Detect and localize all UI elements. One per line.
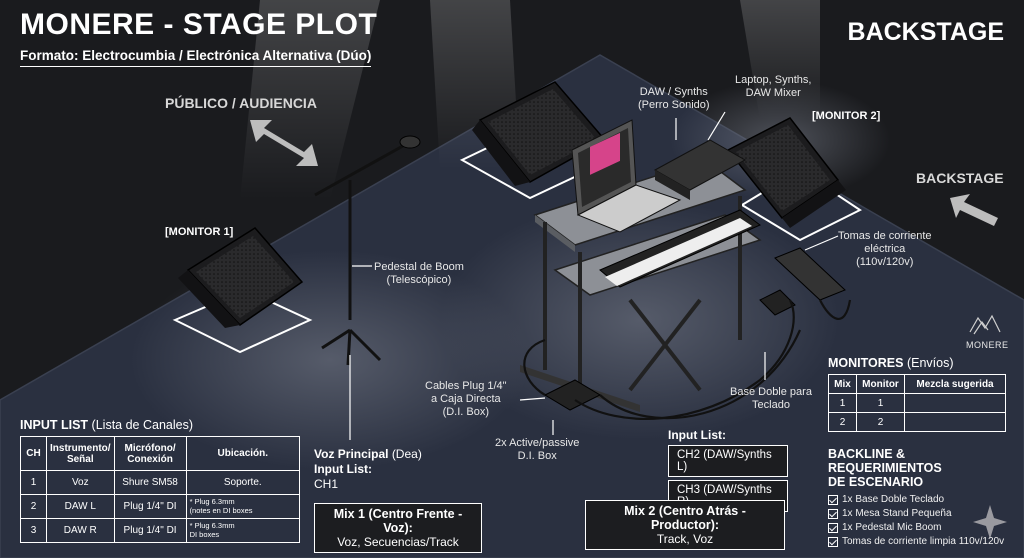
mix-1-title: Mix 1 (Centro Frente - Voz): [333, 507, 463, 535]
mic-boom-stand [314, 140, 411, 366]
checkbox-checked-icon [828, 509, 838, 519]
cell-mic: Shure SM58 [113, 470, 187, 495]
monitor-2-speaker [726, 117, 846, 228]
column-header: Instrumento/ Señal [46, 436, 115, 471]
column-header: Ubicación. [185, 436, 301, 471]
monitores-table: Mix Monitor Mezcla sugerida 1 1 2 2 [828, 374, 1006, 432]
cell-location: * Plug 6.3mm DI boxes [185, 518, 301, 543]
label-public: PÚBLICO / AUDIENCIA [165, 95, 317, 111]
column-header: Monitor [856, 374, 905, 394]
voz-channel: CH1 [314, 477, 339, 491]
list-item: Tomas de corriente limpia 110v/120v [828, 535, 1008, 549]
mic [399, 135, 421, 149]
producer-ch2: CH2 (DAW/Synths L) [668, 445, 788, 477]
input-list-heading: INPUT LIST (Lista de Canales) [20, 418, 193, 432]
label-daw-synths: DAW / Synths (Perro Sonido) [638, 86, 710, 112]
voz-principal-title: Voz Principal [314, 447, 389, 461]
label-cables: Cables Plug 1/4" a Caja Directa (D.I. Bo… [425, 380, 507, 419]
checkbox-checked-icon [828, 523, 838, 533]
cell-location: Soporte. [185, 470, 301, 495]
label-di-box: 2x Active/passive D.I. Box [495, 437, 580, 463]
table-row: 3 DAW R Plug 1/4" DI * Plug 6.3mm DI box… [20, 518, 301, 543]
laptop [571, 119, 682, 233]
cell-monitor: 1 [856, 393, 905, 413]
backline-item-label: 1x Mesa Stand Pequeña [842, 508, 952, 519]
list-item: 1x Base Doble Teclado [828, 493, 1008, 507]
cell-instrument: DAW R [46, 518, 115, 543]
producer-input-label: Input List: [668, 428, 726, 442]
cell-instrument: Voz [46, 470, 115, 495]
cell-location: * Plug 6.3mm (notes en DI boxes [185, 494, 301, 519]
table-header-row: CH Instrumento/ Señal Micrófono/ Conexió… [20, 436, 301, 471]
table-row: 2 DAW L Plug 1/4" DI * Plug 6.3mm (notes… [20, 494, 301, 519]
label-backstage: BACKSTAGE [916, 170, 1004, 186]
column-header: Mix [828, 374, 857, 394]
keyboard-synth [599, 209, 761, 288]
backstage-arrow [950, 194, 998, 226]
column-header: CH [20, 436, 47, 471]
backline-item-label: Tomas de corriente limpia 110v/120v [842, 536, 1005, 547]
logo-text: MONERE [966, 340, 1009, 350]
table-header-row: Mix Monitor Mezcla sugerida [828, 374, 1006, 394]
backline-item-label: 1x Pedestal Mic Boom [842, 522, 942, 533]
cell-ch: 1 [20, 470, 47, 495]
cell-mix: 1 [828, 393, 857, 413]
label-power: Tomas de corriente eléctrica (110v/120v) [838, 230, 932, 269]
label-keyboard-stand: Base Doble para Teclado [730, 386, 812, 412]
backline-heading: BACKLINE & REQUERIMIENTOS DE ESCENARIO [828, 447, 942, 489]
cell-monitor: 2 [856, 412, 905, 432]
cell-instrument: DAW L [46, 494, 115, 519]
cell-mezcla [904, 412, 1006, 432]
mix-2-box: Mix 2 (Centro Atrás - Productor): Track,… [585, 500, 785, 550]
input-list-table: CH Instrumento/ Señal Micrófono/ Conexió… [20, 436, 301, 543]
column-header: Micrófono/ Conexión [113, 436, 187, 471]
mix-1-content: Voz, Secuencias/Track [337, 535, 459, 549]
column-header: Mezcla sugerida [904, 374, 1006, 394]
monitor-1-speaker [178, 227, 304, 328]
cell-mezcla [904, 393, 1006, 413]
checkbox-checked-icon [828, 537, 838, 547]
voz-principal-panel: Voz Principal (Dea) Input List: CH1 [314, 447, 422, 492]
page-subtitle: Formato: Electrocumbia / Electrónica Alt… [20, 48, 372, 67]
input-list-panel: INPUT LIST (Lista de Canales) CH Instrum… [20, 418, 301, 543]
label-laptop: Laptop, Synths, DAW Mixer [735, 74, 812, 100]
monitor-back-speaker [472, 81, 607, 186]
daw-mixer [653, 139, 747, 200]
cell-mic: Plug 1/4" DI [113, 518, 187, 543]
cell-mix: 2 [828, 412, 857, 432]
list-item: 1x Pedestal Mic Boom [828, 521, 1008, 535]
backstage-title: BACKSTAGE [847, 18, 1004, 46]
mix-1-box: Mix 1 (Centro Frente - Voz): Voz, Secuen… [314, 503, 482, 553]
checkbox-checked-icon [828, 495, 838, 505]
monere-logo-icon [969, 314, 1001, 335]
label-mic-stand: Pedestal de Boom (Telescópico) [374, 261, 464, 287]
cell-mic: Plug 1/4" DI [113, 494, 187, 519]
label-monitor-1: [MONITOR 1] [165, 226, 234, 238]
voz-input-label: Input List: [314, 462, 372, 476]
table-row: 1 Voz Shure SM58 Soporte. [20, 470, 301, 495]
table-row: 2 2 [828, 412, 1006, 432]
voz-principal-sub: (Dea) [391, 447, 422, 461]
backline-panel: BACKLINE & REQUERIMIENTOS DE ESCENARIO 1… [828, 447, 1008, 549]
monitores-panel: MONITORES (Envíos) Mix Monitor Mezcla su… [828, 356, 1006, 432]
page-title: MONERE - STAGE PLOT [20, 8, 378, 41]
audience-arrow [250, 120, 318, 166]
di-box-unit [543, 289, 796, 411]
monitores-heading: MONITORES (Envíos) [828, 356, 954, 370]
cell-ch: 3 [20, 518, 47, 543]
cell-ch: 2 [20, 494, 47, 519]
backline-list: 1x Base Doble Teclado 1x Mesa Stand Pequ… [828, 493, 1008, 549]
mix-2-title: Mix 2 (Centro Atrás - Productor): [624, 504, 746, 532]
backline-item-label: 1x Base Doble Teclado [842, 494, 945, 505]
list-item: 1x Mesa Stand Pequeña [828, 507, 1008, 521]
sparkle-icon [973, 505, 1007, 539]
label-monitor-2: [MONITOR 2] [812, 110, 881, 122]
table-row: 1 1 [828, 393, 1006, 413]
power-strip [774, 247, 846, 301]
mix-2-content: Track, Voz [656, 532, 714, 546]
